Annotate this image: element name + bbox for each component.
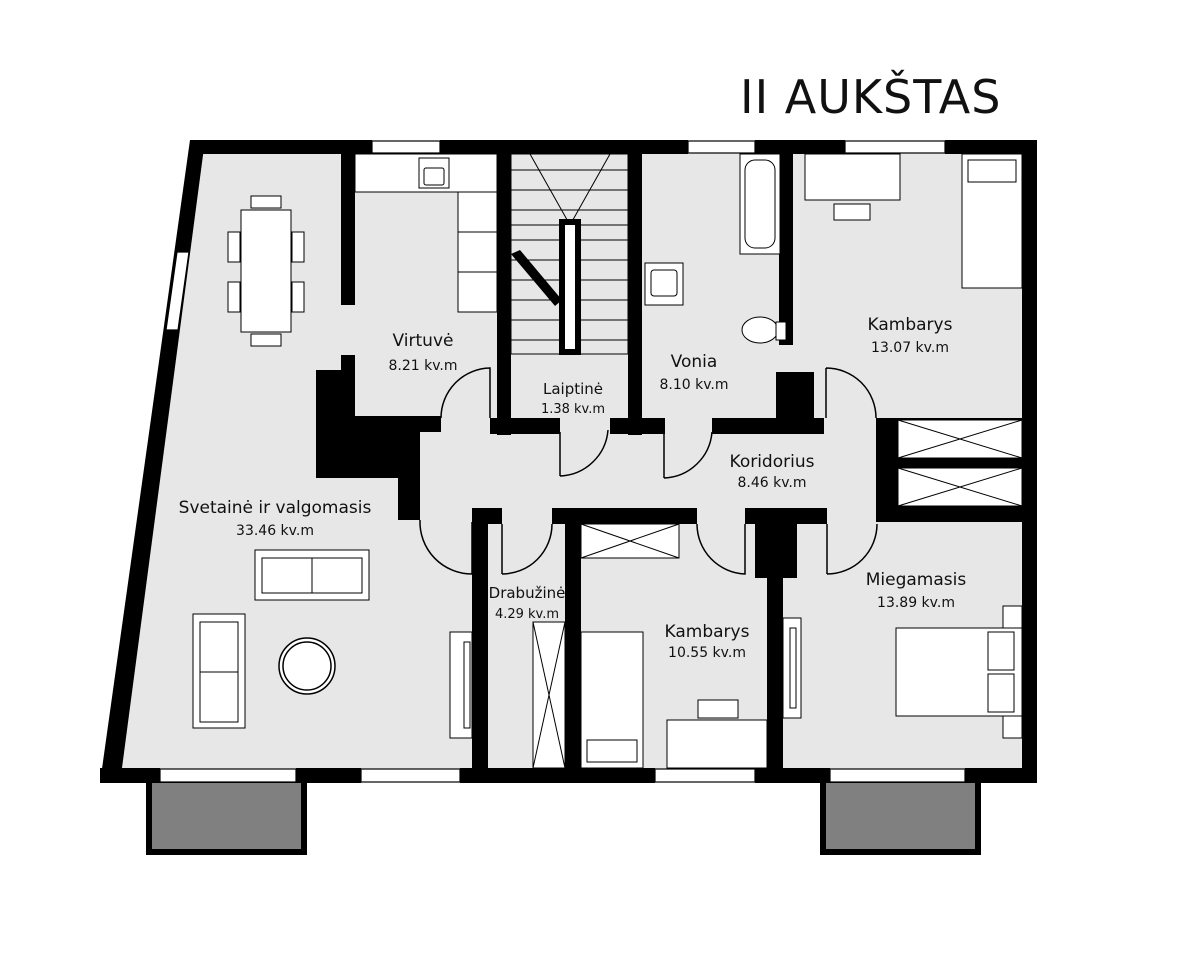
door-room2[interactable] [696, 523, 746, 575]
door-bedroom[interactable] [826, 523, 878, 575]
room-name-wardrobe: Drabužinė [489, 584, 566, 602]
door-room1[interactable] [825, 367, 877, 419]
washbasin-icon [644, 262, 684, 306]
room-area-kitchen: 8.21 kv.m [388, 358, 457, 374]
room-name-room1: Kambarys [868, 315, 953, 335]
armchair-sofa-icon [192, 613, 246, 729]
round-table-icon [278, 637, 336, 695]
room-area-stairs: 1.38 kv.m [541, 402, 605, 417]
room-area-bedroom: 13.89 kv.m [877, 595, 955, 611]
room-name-bedroom: Miegamasis [866, 570, 967, 590]
sink-icon [418, 157, 450, 189]
bed-single-icon [961, 153, 1023, 289]
door-bathroom[interactable] [663, 431, 713, 479]
dining-table-icon [227, 195, 305, 347]
doors[interactable] [419, 367, 878, 575]
room2-desk-icon [666, 699, 768, 769]
wardrobe-rack-icon [532, 621, 566, 769]
room-area-living: 33.46 kv.m [236, 523, 314, 539]
door-wardrobe[interactable] [501, 523, 553, 575]
room-area-room2: 10.55 kv.m [668, 645, 746, 661]
door-stairs[interactable] [559, 429, 609, 477]
room2-closet-icon [580, 523, 680, 559]
tv-cabinet-icon [449, 631, 473, 739]
balcony-right [820, 777, 981, 855]
room-name-room2: Kambarys [665, 622, 750, 642]
room-name-bathroom: Vonia [671, 352, 718, 372]
room-area-bathroom: 8.10 kv.m [659, 377, 728, 393]
room-name-stairs: Laiptinė [543, 380, 603, 398]
stair-handrail [559, 219, 581, 355]
stair-stringer [511, 250, 562, 306]
windows [159, 140, 966, 783]
door-living[interactable] [419, 519, 473, 575]
door-kitchen[interactable] [440, 367, 491, 419]
floor-title: II AUKŠTAS [740, 70, 1002, 124]
balcony-left [146, 777, 307, 855]
room2-shelf-icon [782, 617, 802, 719]
double-bed-icon [895, 605, 1023, 739]
room-area-room1: 13.07 kv.m [871, 340, 949, 356]
room-name-kitchen: Virtuvė [393, 331, 454, 351]
room-labels: Svetainė ir valgomasis 33.46 kv.m Virtuv… [179, 315, 967, 661]
room-name-corridor: Koridorius [730, 452, 815, 472]
room-area-wardrobe: 4.29 kv.m [495, 607, 559, 622]
room2-bed-icon [580, 631, 644, 769]
sofa-icon [254, 549, 370, 601]
interior-walls [316, 145, 1022, 783]
closet-icon [897, 419, 1023, 507]
room-area-corridor: 8.46 kv.m [737, 475, 806, 491]
bathtub-icon [739, 153, 781, 255]
toilet-icon [741, 316, 787, 344]
room-name-living: Svetainė ir valgomasis [179, 498, 372, 518]
desk-icon [804, 153, 901, 221]
